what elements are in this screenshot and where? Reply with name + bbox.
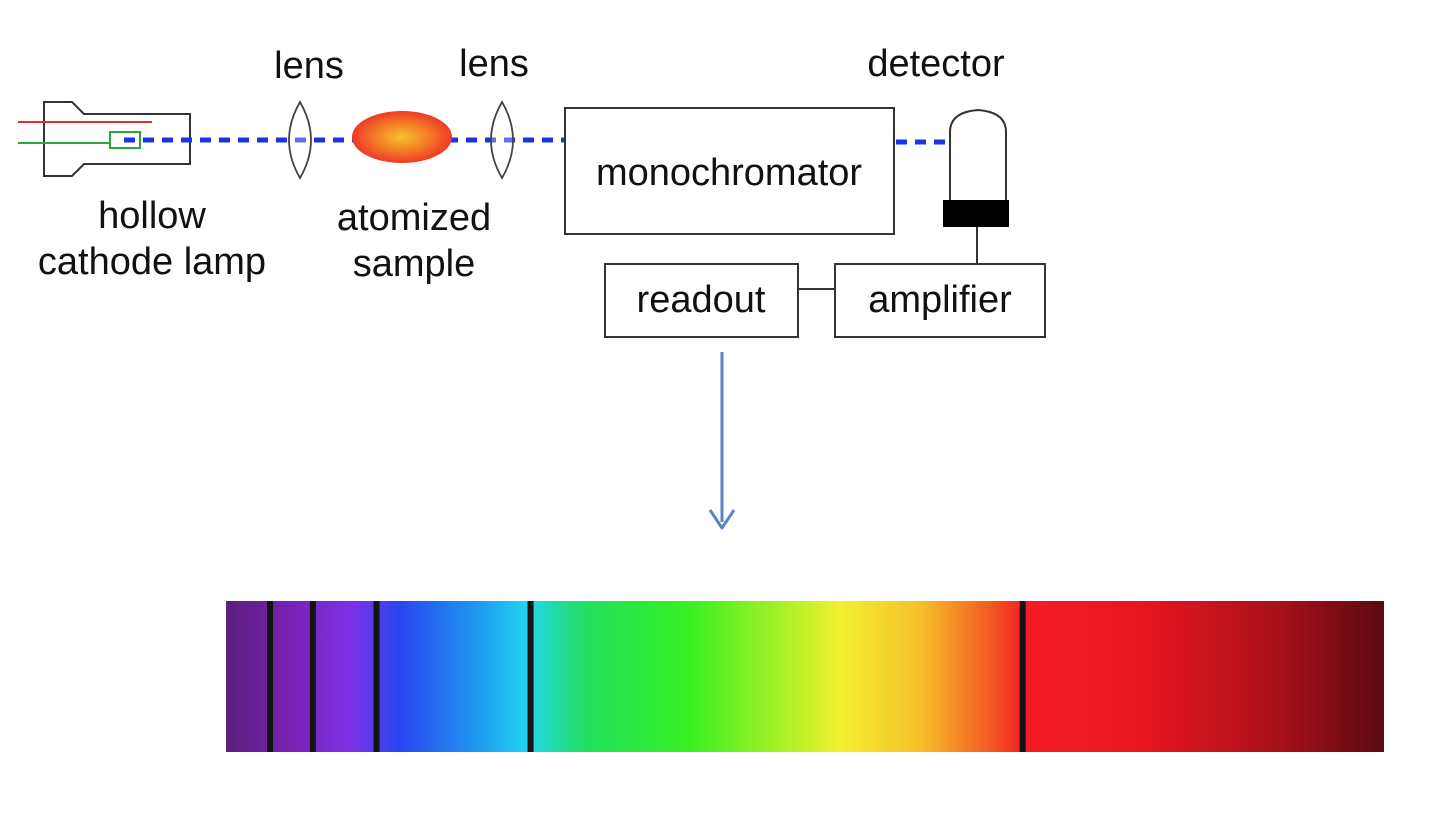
absorption-line-2 — [309, 601, 316, 752]
lens-right-label: lens — [459, 43, 529, 85]
detector-label: detector — [867, 43, 1005, 85]
down-arrow-icon — [708, 352, 736, 530]
hollow-cathode-lamp — [18, 101, 191, 177]
readout-box: readout — [604, 263, 799, 338]
amplifier-label: amplifier — [868, 279, 1012, 321]
detector-icon — [943, 108, 1009, 264]
lens-left-shape — [288, 100, 312, 180]
absorption-line-5 — [1019, 601, 1026, 752]
sample-label-line1: atomized — [337, 197, 491, 239]
lens-left-label: lens — [274, 45, 344, 87]
lamp-label-line1: hollow — [98, 195, 206, 237]
atomized-sample-flame — [352, 111, 452, 163]
absorption-line-4 — [527, 601, 534, 752]
sample-label-line2: sample — [353, 243, 476, 285]
absorption-line-3 — [373, 601, 380, 752]
spectrum-band — [226, 601, 1384, 752]
amplifier-box: amplifier — [834, 263, 1046, 338]
absorption-spectrum — [226, 601, 1384, 752]
absorption-lines — [267, 601, 1026, 752]
absorption-line-1 — [267, 601, 274, 752]
monochromator-label: monochromator — [596, 152, 862, 194]
monochromator-box: monochromator — [564, 107, 895, 235]
readout-label: readout — [637, 279, 766, 321]
lens-right-shape — [490, 100, 514, 180]
lamp-label-line2: cathode lamp — [38, 241, 266, 283]
